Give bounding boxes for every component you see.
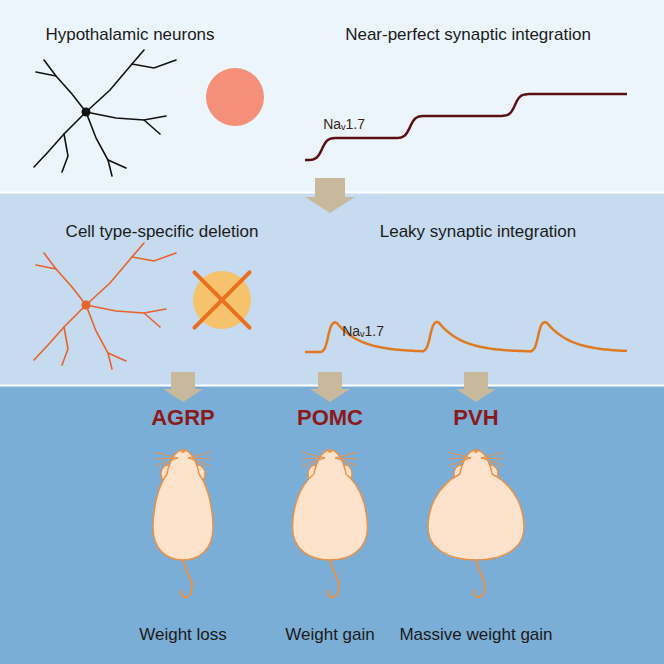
mouse-tail [181, 558, 192, 597]
panel-band: Naᵥ1.7 Hypothalamic neurons Near-perfect s… [0, 0, 664, 192]
whisker [448, 452, 471, 458]
deletion-cross [194, 272, 249, 327]
panel-heading: Cell type-specific deletion [66, 222, 259, 242]
whisker [335, 452, 358, 458]
mouse-body [428, 450, 524, 560]
outcome-label: Weight loss [139, 625, 227, 645]
whisker [155, 458, 178, 466]
whisker [448, 458, 471, 466]
dendrite [62, 327, 68, 365]
whisker [302, 458, 325, 466]
mouse-body [293, 450, 368, 560]
mouse-nose [181, 449, 185, 453]
leaky-trace [305, 322, 627, 352]
middle-band [0, 193, 664, 385]
deletion-cross [194, 272, 249, 327]
trace-heading: Leaky synaptic integration [380, 222, 577, 242]
circle-shape [206, 68, 264, 126]
mouse-body [153, 450, 213, 560]
outcome-column: POMC Weight gain [280, 405, 379, 645]
outcome-label: Massive weight gain [399, 625, 552, 645]
mouse-drawing [428, 449, 524, 597]
dendrite [132, 60, 176, 68]
dendrite [86, 243, 144, 305]
dendrite [144, 313, 160, 327]
flow-arrow [310, 372, 350, 402]
dendrite [36, 265, 56, 269]
flow-arrow [305, 178, 355, 213]
trace-heading: Near-perfect synaptic integration [345, 25, 591, 45]
mouse-nose [328, 449, 332, 453]
neuron-drawing [34, 243, 176, 369]
whisker [335, 458, 358, 466]
whisker [188, 452, 211, 458]
dendrite [108, 160, 126, 168]
channel-circle: Naᵥ1.7 [193, 271, 251, 329]
whisker [481, 452, 504, 458]
dendrite [86, 112, 166, 120]
outcome-label: Weight gain [285, 625, 374, 645]
integration-trace [305, 94, 627, 160]
circle-shape [193, 271, 251, 329]
channel-circle: Naᵥ1.7 [206, 68, 264, 126]
channel-label: Naᵥ1.7 [323, 116, 365, 132]
panel-band: Naᵥ1.7 Cell type-specific deletion Leaky s… [0, 193, 664, 385]
outcome-column: AGRP Weight loss [134, 405, 232, 645]
dendrite [44, 253, 86, 305]
soma [82, 108, 91, 117]
whisker [155, 452, 178, 458]
channel-label: Naᵥ1.7 [342, 323, 384, 339]
dendrite [86, 305, 112, 369]
whisker [302, 452, 325, 458]
panel-heading: Hypothalamic neurons [45, 25, 214, 45]
channel-disc [206, 68, 264, 126]
cell-type-label: POMC [297, 405, 363, 430]
dendrite [86, 112, 112, 176]
dendrite [86, 50, 144, 112]
mouse-drawing [293, 449, 368, 597]
flow-arrow [163, 372, 203, 402]
dendrite [108, 353, 126, 361]
outcome-column: PVH Massive weight gain [394, 405, 557, 645]
mouse-tail [328, 558, 339, 597]
cell-type-label: PVH [453, 405, 498, 430]
cell-type-label: AGRP [151, 405, 215, 430]
whisker [188, 458, 211, 466]
soma [82, 301, 91, 310]
dendrite [144, 120, 160, 134]
dendrite [34, 305, 86, 360]
bottom-band [0, 386, 664, 664]
neuron-drawing [34, 50, 176, 176]
top-band [0, 0, 664, 192]
dendrite [86, 305, 166, 313]
mouse-nose [474, 449, 478, 453]
dendrite [36, 72, 56, 76]
dendrite [44, 60, 86, 112]
dendrite [132, 253, 176, 261]
mouse-drawing [153, 449, 213, 597]
mouse-tail [474, 558, 485, 597]
dendrite [34, 112, 86, 167]
whisker [481, 458, 504, 466]
channel-disc [193, 271, 251, 329]
dendrite [62, 134, 68, 172]
flow-arrow [456, 372, 496, 402]
